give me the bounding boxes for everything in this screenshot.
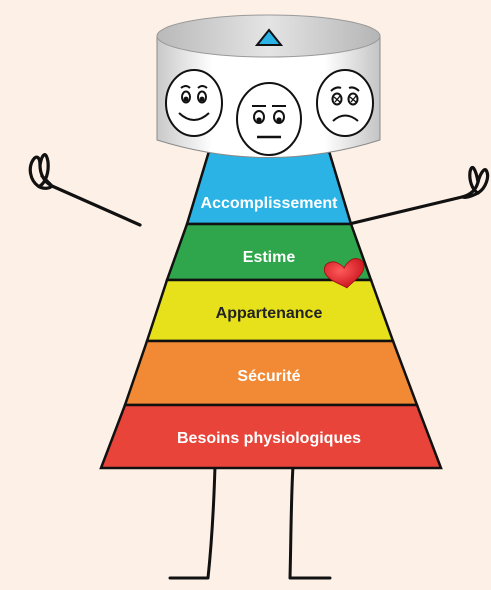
heart-icon: [323, 258, 365, 289]
happy-face-icon: [165, 69, 223, 137]
tier-label-appartenance: Appartenance: [216, 305, 323, 322]
pyramid: Accomplissement Estime Appartenance Sécu…: [99, 27, 443, 470]
right-arm: [343, 166, 490, 227]
neutral-face-icon: [236, 82, 302, 156]
sad-face-icon: [316, 69, 374, 137]
tier-label-estime: Estime: [243, 249, 296, 266]
tier-label-accomplissement: Accomplissement: [201, 195, 339, 212]
tier-besoins-physiologiques: [99, 403, 443, 470]
left-arm: [28, 153, 142, 227]
legs: [168, 464, 332, 580]
tier-label-securite: Sécurité: [237, 368, 300, 385]
tier-label-besoins-physiologiques: Besoins physiologiques: [177, 430, 361, 447]
